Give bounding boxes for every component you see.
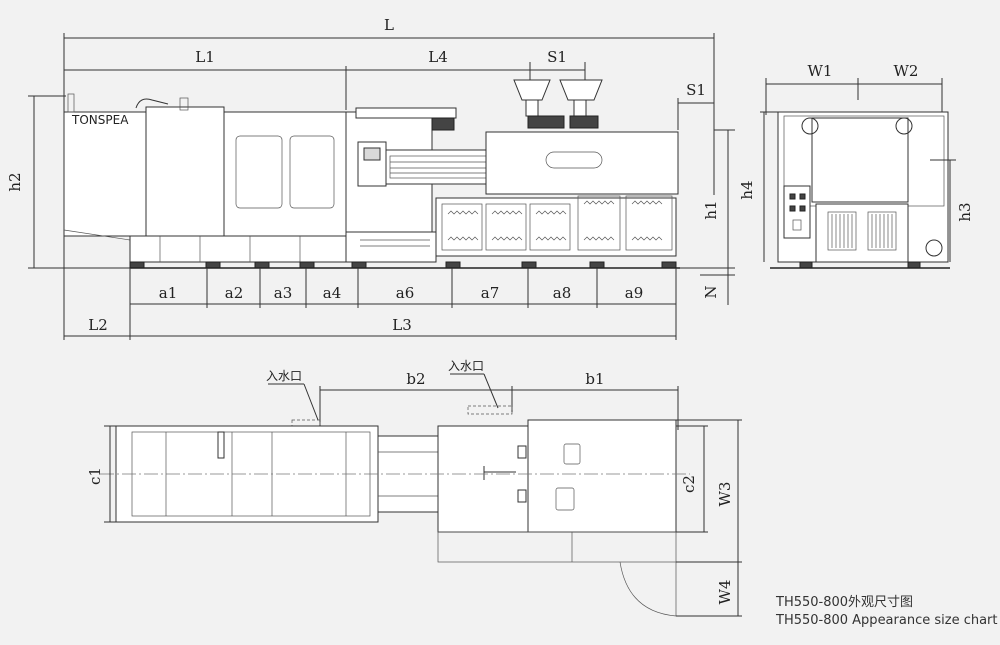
plan-view: b2 b1 入水口 入水口 — [86, 359, 742, 617]
dim-a3: a3 — [274, 284, 293, 302]
dim-W2: W2 — [894, 62, 919, 80]
side-view: L L1 L4 S1 S1 h2 h1 N — [6, 16, 735, 305]
dim-h4: h4 — [738, 180, 756, 199]
svg-text:TONSPEA: TONSPEA — [71, 113, 129, 127]
end-view: W1 W2 h4 h3 — [738, 62, 974, 269]
dim-c1: c1 — [86, 467, 104, 485]
dim-W3: W3 — [716, 482, 734, 507]
dim-L: L — [384, 16, 394, 34]
dim-W4: W4 — [716, 580, 734, 605]
dim-L1: L1 — [195, 48, 215, 66]
dim-a1: a1 — [159, 284, 178, 302]
dim-L2: L2 — [88, 316, 108, 334]
dim-W1: W1 — [808, 62, 833, 80]
dim-a6: a6 — [396, 284, 415, 302]
caption-english: TH550-800 Appearance size chart — [775, 613, 998, 628]
dim-h3: h3 — [956, 202, 974, 221]
dim-a9: a9 — [625, 284, 644, 302]
dim-h1: h1 — [702, 200, 720, 219]
dim-L4: L4 — [428, 48, 448, 66]
dim-b2: b2 — [406, 370, 425, 388]
caption-chinese: TH550-800外观尺寸图 — [775, 595, 913, 610]
water-inlet-label-left: 入水口 — [266, 369, 302, 383]
dim-S1-end: S1 — [686, 81, 706, 99]
dim-a8: a8 — [553, 284, 572, 302]
dim-L3: L3 — [392, 316, 412, 334]
dim-S1-hopper: S1 — [547, 48, 567, 66]
dim-b1: b1 — [585, 370, 604, 388]
dim-a4: a4 — [323, 284, 342, 302]
water-inlet-label-right: 入水口 — [448, 359, 484, 373]
foot-spacing-dimensions: a1 a2 a3 a4 a6 a7 a8 a9 L2 L3 — [63, 236, 677, 340]
dim-a7: a7 — [481, 284, 500, 302]
dim-h2: h2 — [6, 172, 24, 191]
dim-c2: c2 — [680, 475, 698, 493]
dim-a2: a2 — [225, 284, 244, 302]
dim-N: N — [702, 285, 720, 298]
